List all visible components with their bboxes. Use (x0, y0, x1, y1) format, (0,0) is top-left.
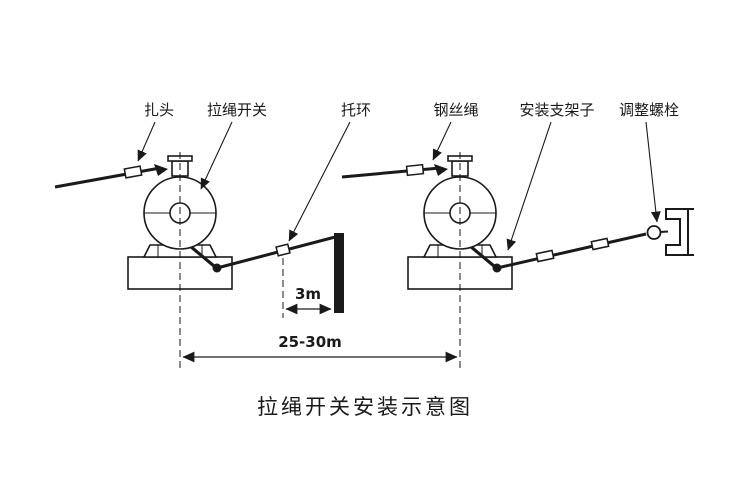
label-pull-rope-switch: 拉绳开关 (207, 102, 267, 119)
tie-head-left (123, 165, 143, 179)
support-ring (275, 243, 291, 257)
label-mounting-bracket: 安装支架子 (519, 102, 594, 119)
leader-support-ring (288, 121, 351, 242)
leader-steel-wire-rope (432, 121, 452, 161)
adjusting-bolt-assembly (646, 208, 694, 256)
part-labels: 扎头 拉绳开关 托环 钢丝绳 安装支架子 调整螺栓 (144, 102, 679, 119)
steel-wire-ropes (54, 166, 647, 270)
dimension-3m-label: 3m (295, 285, 321, 303)
leader-tie-head (137, 121, 156, 162)
dimension-25-30m: 25-30m (182, 333, 458, 363)
label-tie-head: 扎头 (144, 102, 174, 119)
dimension-3m: 3m (285, 285, 332, 315)
leader-adjusting-bolt (645, 121, 661, 223)
rope-segment-right-upper (341, 166, 441, 179)
belt-edge-bar (334, 233, 344, 313)
rope-connector-1 (535, 249, 555, 263)
leader-pull-rope-switch (200, 121, 233, 190)
label-support-ring: 托环 (341, 102, 371, 119)
bolt-ball (646, 225, 662, 240)
dashed-lines (179, 152, 461, 368)
rope-segment-right-lower (496, 232, 647, 270)
label-steel-wire-rope: 钢丝绳 (433, 102, 478, 119)
dimension-25-30m-label: 25-30m (278, 333, 342, 351)
rope-segment-left (54, 166, 161, 189)
label-adjusting-bolt: 调整螺栓 (619, 102, 679, 119)
clamp-bracket (665, 208, 694, 256)
rope-fittings (123, 163, 610, 263)
diagram-title: 拉绳开关安装示意图 (257, 395, 473, 419)
rope-connector-2 (590, 237, 610, 251)
tie-head-right (405, 163, 425, 177)
leader-mounting-bracket (506, 121, 552, 251)
leader-lines (137, 121, 661, 251)
